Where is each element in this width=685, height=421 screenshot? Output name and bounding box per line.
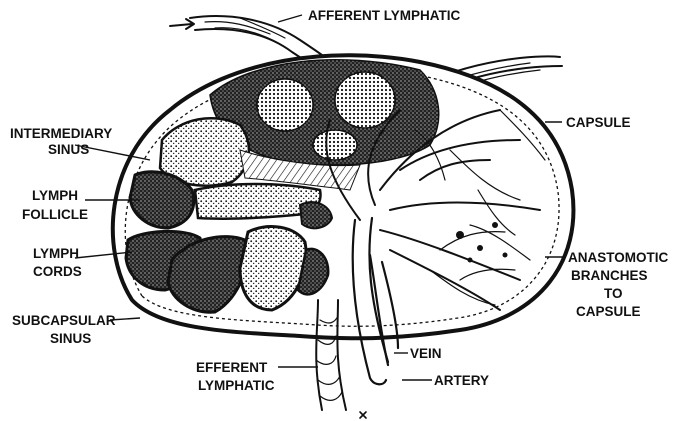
label-lymph-follicle-line2: FOLLICLE bbox=[22, 207, 88, 222]
label-efferent-lymphatic-line2: LYMPHATIC bbox=[198, 378, 275, 393]
germinal-center bbox=[257, 79, 313, 131]
label-subcapsular-sinus-line1: SUBCAPSULAR bbox=[12, 313, 116, 328]
germinal-center bbox=[335, 72, 395, 128]
label-vein: VEIN bbox=[410, 346, 442, 361]
label-artery: ARTERY bbox=[434, 373, 489, 388]
label-subcapsular-sinus-line2: SINUS bbox=[50, 331, 91, 346]
label-intermediary-sinus-line2: SINUS bbox=[48, 142, 89, 157]
label-anastomotic-line4: CAPSULE bbox=[576, 304, 641, 319]
label-efferent-lymphatic-line1: EFFERENT bbox=[196, 360, 268, 375]
label-anastomotic-line3: TO bbox=[604, 286, 623, 301]
label-anastomotic-line1: ANASTOMOTIC bbox=[568, 250, 668, 265]
label-lymph-cords-line1: LYMPH bbox=[33, 246, 79, 261]
label-intermediary-sinus-line1: INTERMEDIARY bbox=[10, 126, 112, 141]
label-lymph-cords-line2: CORDS bbox=[33, 264, 82, 279]
label-capsule: CAPSULE bbox=[566, 115, 631, 130]
label-lymph-follicle-line1: LYMPH bbox=[32, 188, 78, 203]
label-anastomotic-line2: BRANCHES bbox=[571, 268, 648, 283]
germinal-center bbox=[313, 130, 357, 160]
label-afferent-lymphatic: AFFERENT LYMPHATIC bbox=[308, 8, 461, 23]
